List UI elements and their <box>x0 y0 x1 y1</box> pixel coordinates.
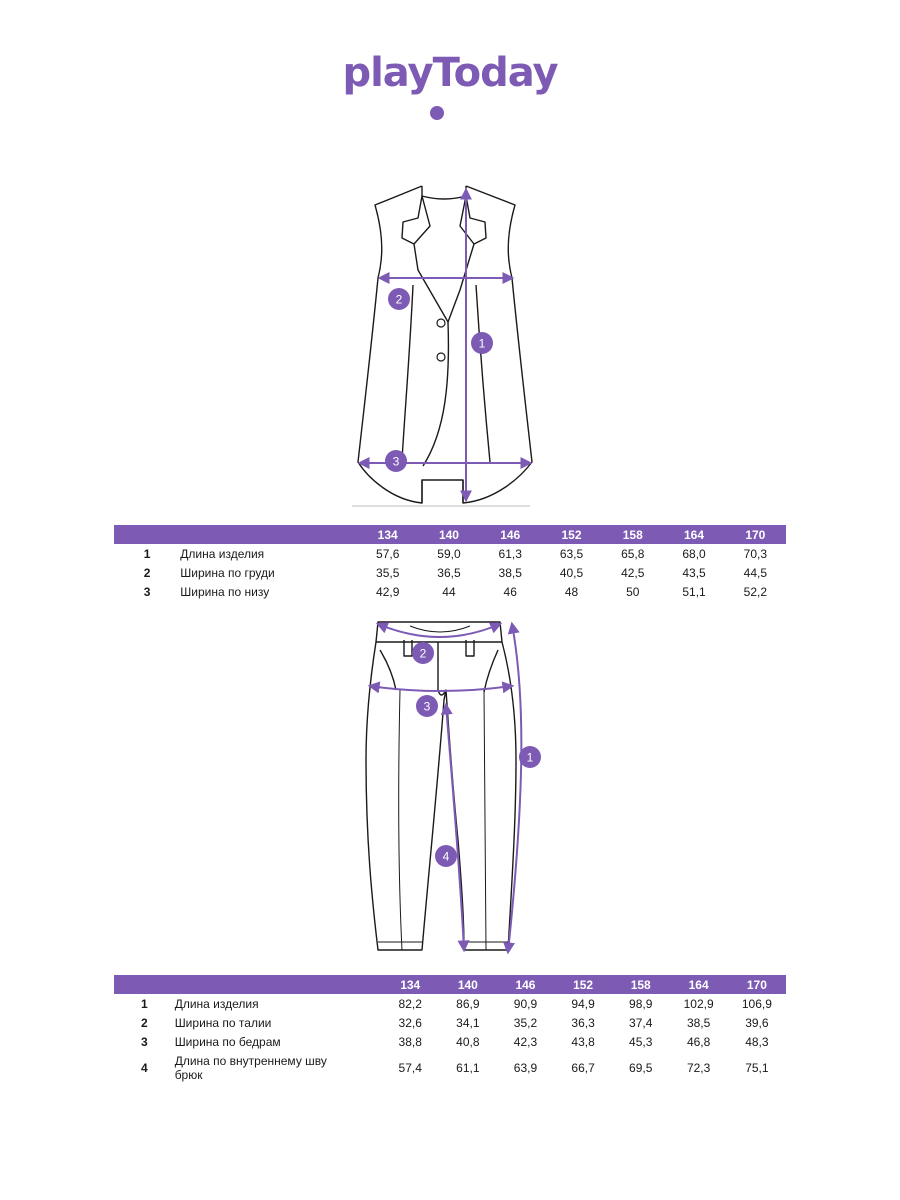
trousers-size-table: 134 140 146 152 158 164 170 1 Длина изде… <box>114 975 786 1085</box>
vest-marker-3: 3 <box>385 450 407 472</box>
table-row: 3 Ширина по низу 42,9 44 46 48 50 51,1 5… <box>143 584 767 599</box>
header-size-134: 134 <box>400 977 421 992</box>
trousers-waist-line <box>375 622 503 638</box>
trousers-marker-3: 3 <box>416 695 438 717</box>
brand-logo: playToday <box>0 50 900 96</box>
header-size-164: 164 <box>688 977 709 992</box>
vest-size-table: 134 140 146 152 158 164 170 1 Длина изде… <box>114 525 786 601</box>
vest-marker-2: 2 <box>388 288 410 310</box>
trousers-table-header: 134 140 146 152 158 164 170 <box>114 975 786 994</box>
vest-button-bottom <box>436 352 446 362</box>
table-row: 2 Ширина по груди 35,5 36,5 38,5 40,5 42… <box>143 565 767 580</box>
vest-drawing: 1 2 3 <box>352 185 533 507</box>
header-size-170: 170 <box>745 527 766 542</box>
logo-text: playToday <box>342 50 558 96</box>
trousers-inseam-line <box>440 702 470 953</box>
svg-text:3: 3 <box>424 700 431 714</box>
trousers-marker-2: 2 <box>412 642 434 664</box>
header-size-140: 140 <box>438 527 459 542</box>
header-size-170: 170 <box>746 977 767 992</box>
trousers-marker-1: 1 <box>519 746 541 768</box>
header-size-146: 146 <box>500 527 521 542</box>
header-size-158: 158 <box>630 977 651 992</box>
trousers-hip-line <box>367 681 515 694</box>
logo-dot <box>430 106 444 120</box>
header-size-140: 140 <box>457 977 478 992</box>
table-row: 2 Ширина по талии 32,6 34,1 35,2 36,3 37… <box>141 1015 769 1030</box>
header-size-164: 164 <box>684 527 705 542</box>
header-size-152: 152 <box>561 527 582 542</box>
header-cell <box>175 975 382 994</box>
svg-text:2: 2 <box>396 293 403 307</box>
svg-text:1: 1 <box>527 751 534 765</box>
vest-table-header: 134 140 146 152 158 164 170 <box>114 525 786 544</box>
trousers-length-line <box>503 621 523 955</box>
table-row: 4 Длина по внутреннему шву брюк 57,4 61,… <box>141 1054 769 1082</box>
header-size-152: 152 <box>573 977 594 992</box>
svg-text:3: 3 <box>393 455 400 469</box>
table-row: 3 Ширина по бедрам 38,8 40,8 42,3 43,8 4… <box>141 1034 769 1049</box>
svg-text:1: 1 <box>479 337 486 351</box>
header-size-146: 146 <box>515 977 536 992</box>
header-size-158: 158 <box>622 527 643 542</box>
table-row: 1 Длина изделия 57,6 59,0 61,3 63,5 65,8… <box>143 546 767 561</box>
trousers-marker-4: 4 <box>435 845 457 867</box>
vest-marker-1: 1 <box>471 332 493 354</box>
header-cell <box>114 975 175 994</box>
svg-text:4: 4 <box>443 850 450 864</box>
table-row: 1 Длина изделия 82,2 86,9 90,9 94,9 98,9… <box>141 996 772 1011</box>
trousers-drawing: 1 2 3 4 <box>365 621 541 955</box>
header-size-134: 134 <box>377 527 398 542</box>
svg-text:2: 2 <box>420 647 427 661</box>
vest-button-top <box>436 318 446 328</box>
